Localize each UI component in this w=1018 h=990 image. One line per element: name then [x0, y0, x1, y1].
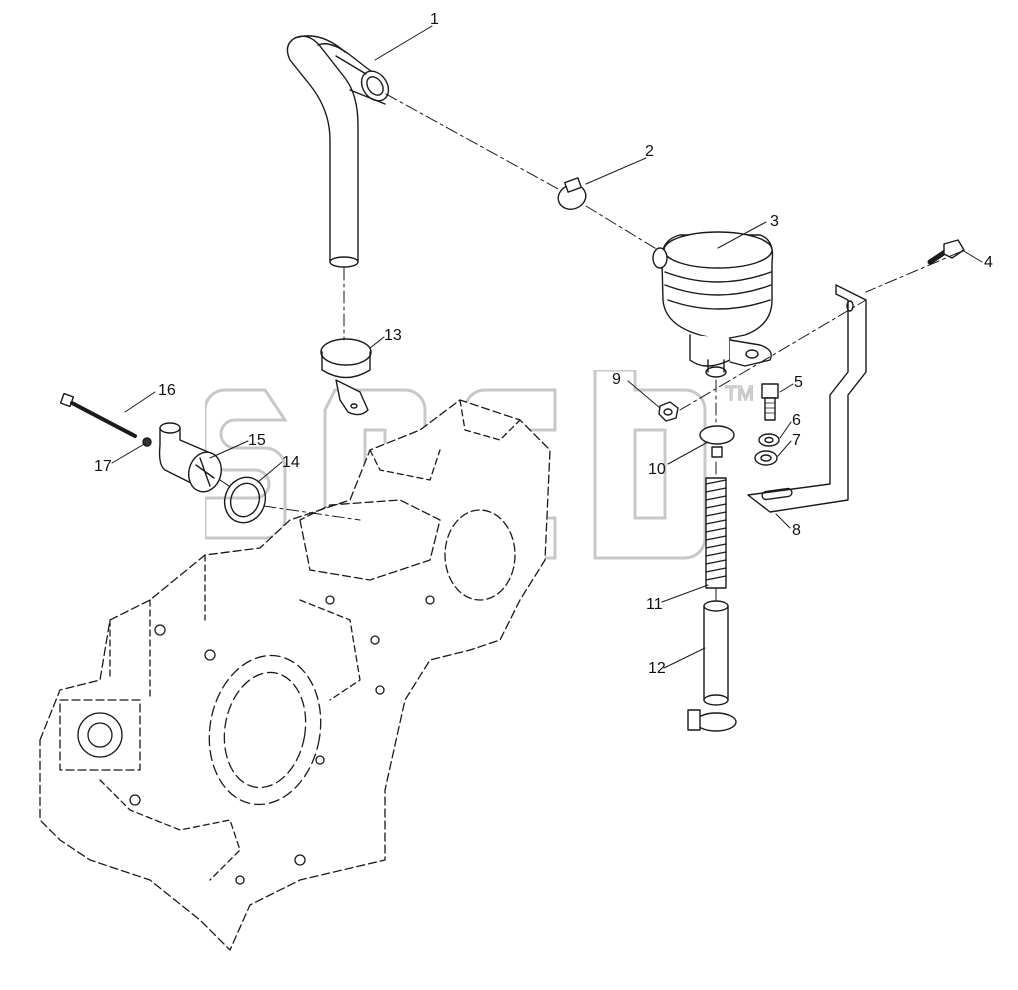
- callout-6: 6: [792, 412, 801, 429]
- part-12-tube: [687, 600, 737, 732]
- part-16-long-bolt: [59, 392, 137, 438]
- part-15-fitting: [158, 422, 222, 493]
- part-2-hose-clamp: [557, 177, 587, 210]
- front-cover-housing: [39, 399, 551, 951]
- part-7-washer: [754, 450, 778, 466]
- callout-10: 10: [648, 461, 666, 478]
- part-17-washer: [142, 437, 152, 447]
- callout-2: 2: [645, 143, 654, 160]
- part-6-washer: [758, 433, 780, 447]
- callout-17: 17: [94, 458, 112, 475]
- callout-4: 4: [984, 254, 993, 271]
- callout-11: 11: [646, 596, 663, 613]
- callout-9: 9: [612, 371, 621, 388]
- part-14-o-ring: [223, 476, 267, 524]
- callout-14: 14: [282, 454, 300, 471]
- part-8-bracket: [747, 284, 867, 513]
- callout-8: 8: [792, 522, 801, 539]
- callout-3: 3: [770, 213, 779, 230]
- callout-5: 5: [794, 374, 803, 391]
- part-9-nut: [658, 401, 679, 422]
- callout-1: 1: [430, 11, 439, 28]
- part-13-clip: [320, 338, 372, 416]
- part-1-breather-pipe: [286, 35, 390, 268]
- part-4-bolt: [927, 239, 965, 265]
- callout-12: 12: [648, 660, 666, 677]
- callout-15: 15: [248, 432, 266, 449]
- watermark-tm: TM: [725, 383, 754, 405]
- callout-13: 13: [384, 327, 402, 344]
- part-11-spring: [705, 477, 727, 589]
- part-5-screw: [761, 383, 779, 421]
- part-10-hose-clamp: [699, 425, 735, 458]
- callout-7: 7: [792, 432, 801, 449]
- part-3-oil-separator: [652, 231, 774, 378]
- callout-16: 16: [158, 382, 176, 399]
